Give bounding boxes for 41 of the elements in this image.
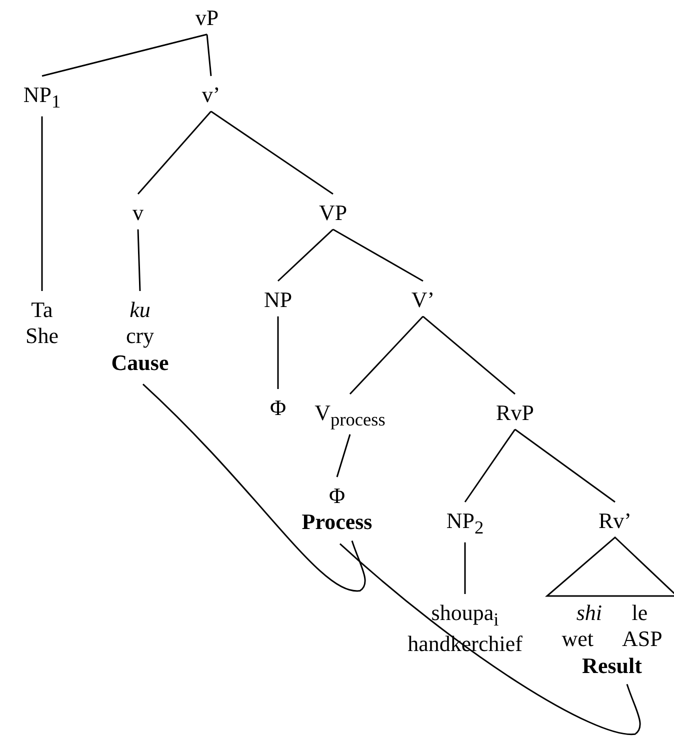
gloss-label: wet ASP [562,626,662,653]
branch-line [210,110,334,195]
branch-line [349,316,424,395]
branch-line [42,34,208,77]
branch-line [277,316,279,389]
category-label: NP$_{1}$ [23,82,61,114]
branch-line [137,110,212,194]
branch-line [332,228,424,282]
movement-curve [142,384,366,592]
category-label: NP [264,287,292,314]
category-label: RvP [496,400,534,426]
gloss-label: She [26,323,58,350]
role-label: Result [581,652,643,680]
branch-line [206,34,212,76]
branch-line [514,428,616,503]
branch-line [336,434,351,478]
category-label: VP [318,200,348,226]
role-label: Cause [111,350,169,376]
category-label: v’ [202,82,220,108]
movement-curve [340,543,641,735]
triangle-roof [544,536,674,597]
branch-line [422,316,516,395]
branch-line [464,428,516,502]
category-label: Φ [328,483,346,510]
category-label: V$_{process}$ [314,400,386,432]
category-label: NP$_{2}$ [446,508,484,540]
category-label: v [132,200,144,226]
word-label: ku [128,297,152,324]
word-label: shoupa$_{i}$ [430,600,500,632]
category-label: vP [195,5,219,32]
word-label: shi le [575,600,649,626]
branch-line [41,116,43,291]
category-label: Φ [270,395,286,422]
branch-line [137,229,141,292]
branch-line [277,228,334,282]
branch-line [464,542,466,594]
category-label: Rv’ [598,508,632,534]
role-label: Process [302,509,372,536]
category-label: V’ [411,287,435,314]
gloss-label: cry [124,323,156,350]
word-label: Ta [30,297,54,324]
